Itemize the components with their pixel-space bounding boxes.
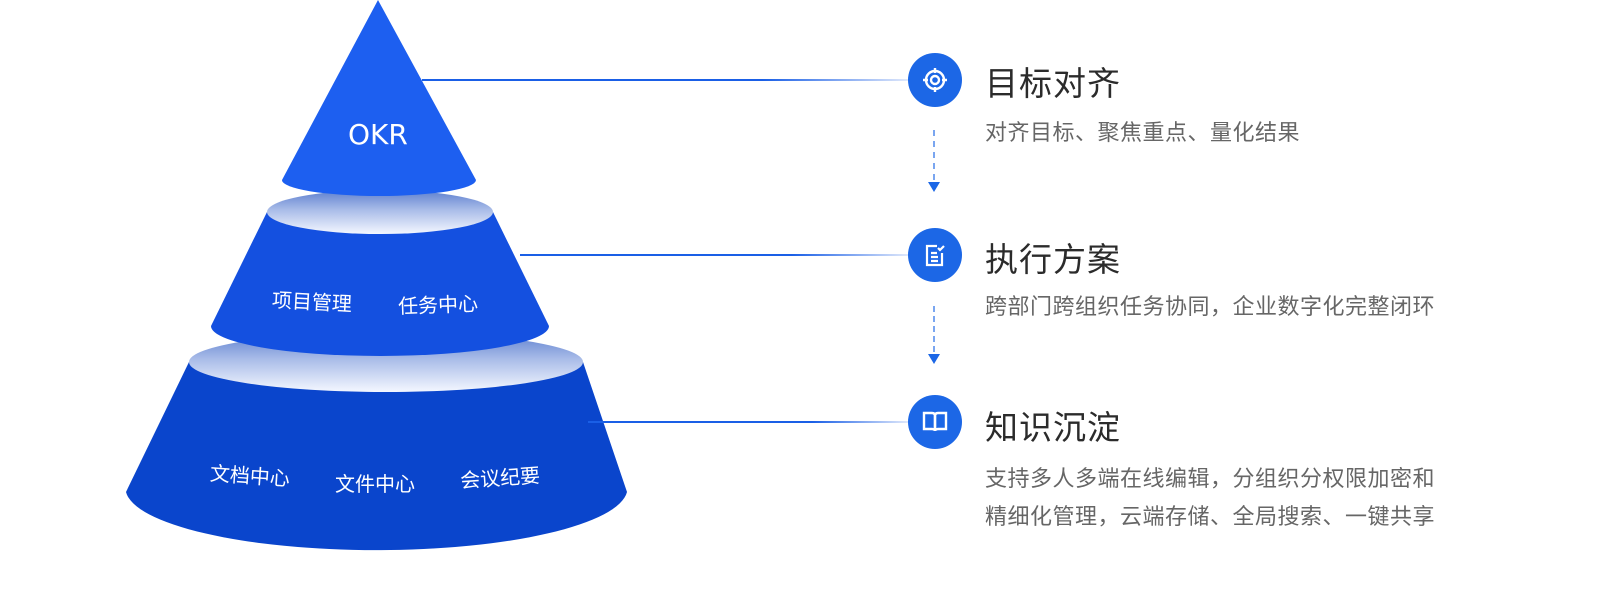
connector-line (422, 79, 908, 81)
tier-label: 文件中心 (335, 472, 415, 496)
checklist-icon (908, 228, 962, 282)
step-title: 知识沉淀 (985, 408, 1121, 447)
step-description: 精细化管理，云端存储、全局搜索、一键共享 (985, 505, 1436, 530)
tier-label: 项目管理 (271, 287, 353, 317)
pyramid-tier-bottom (126, 332, 627, 551)
book-icon (908, 395, 962, 449)
step-description: 对齐目标、聚焦重点、量化结果 (985, 121, 1301, 146)
flow-arrow (928, 130, 940, 192)
okr-label: OKR (348, 118, 408, 151)
step-title: 执行方案 (985, 240, 1121, 279)
step-title: 目标对齐 (985, 64, 1121, 103)
tier-label: 会议纪要 (459, 463, 541, 493)
tier-label: 文档中心 (209, 461, 291, 491)
pyramid-tier-top (282, 0, 476, 196)
flow-arrow (928, 306, 940, 364)
tier-label: 任务中心 (397, 291, 479, 319)
pyramid-diagram (126, 0, 627, 551)
target-icon (908, 53, 962, 107)
pyramid-tier-middle (211, 190, 549, 356)
connector-line (520, 254, 908, 256)
connector-line (588, 421, 908, 423)
step-description: 跨部门跨组织任务协同，企业数字化完整闭环 (985, 295, 1436, 320)
step-description: 支持多人多端在线编辑，分组织分权限加密和 (985, 467, 1436, 492)
